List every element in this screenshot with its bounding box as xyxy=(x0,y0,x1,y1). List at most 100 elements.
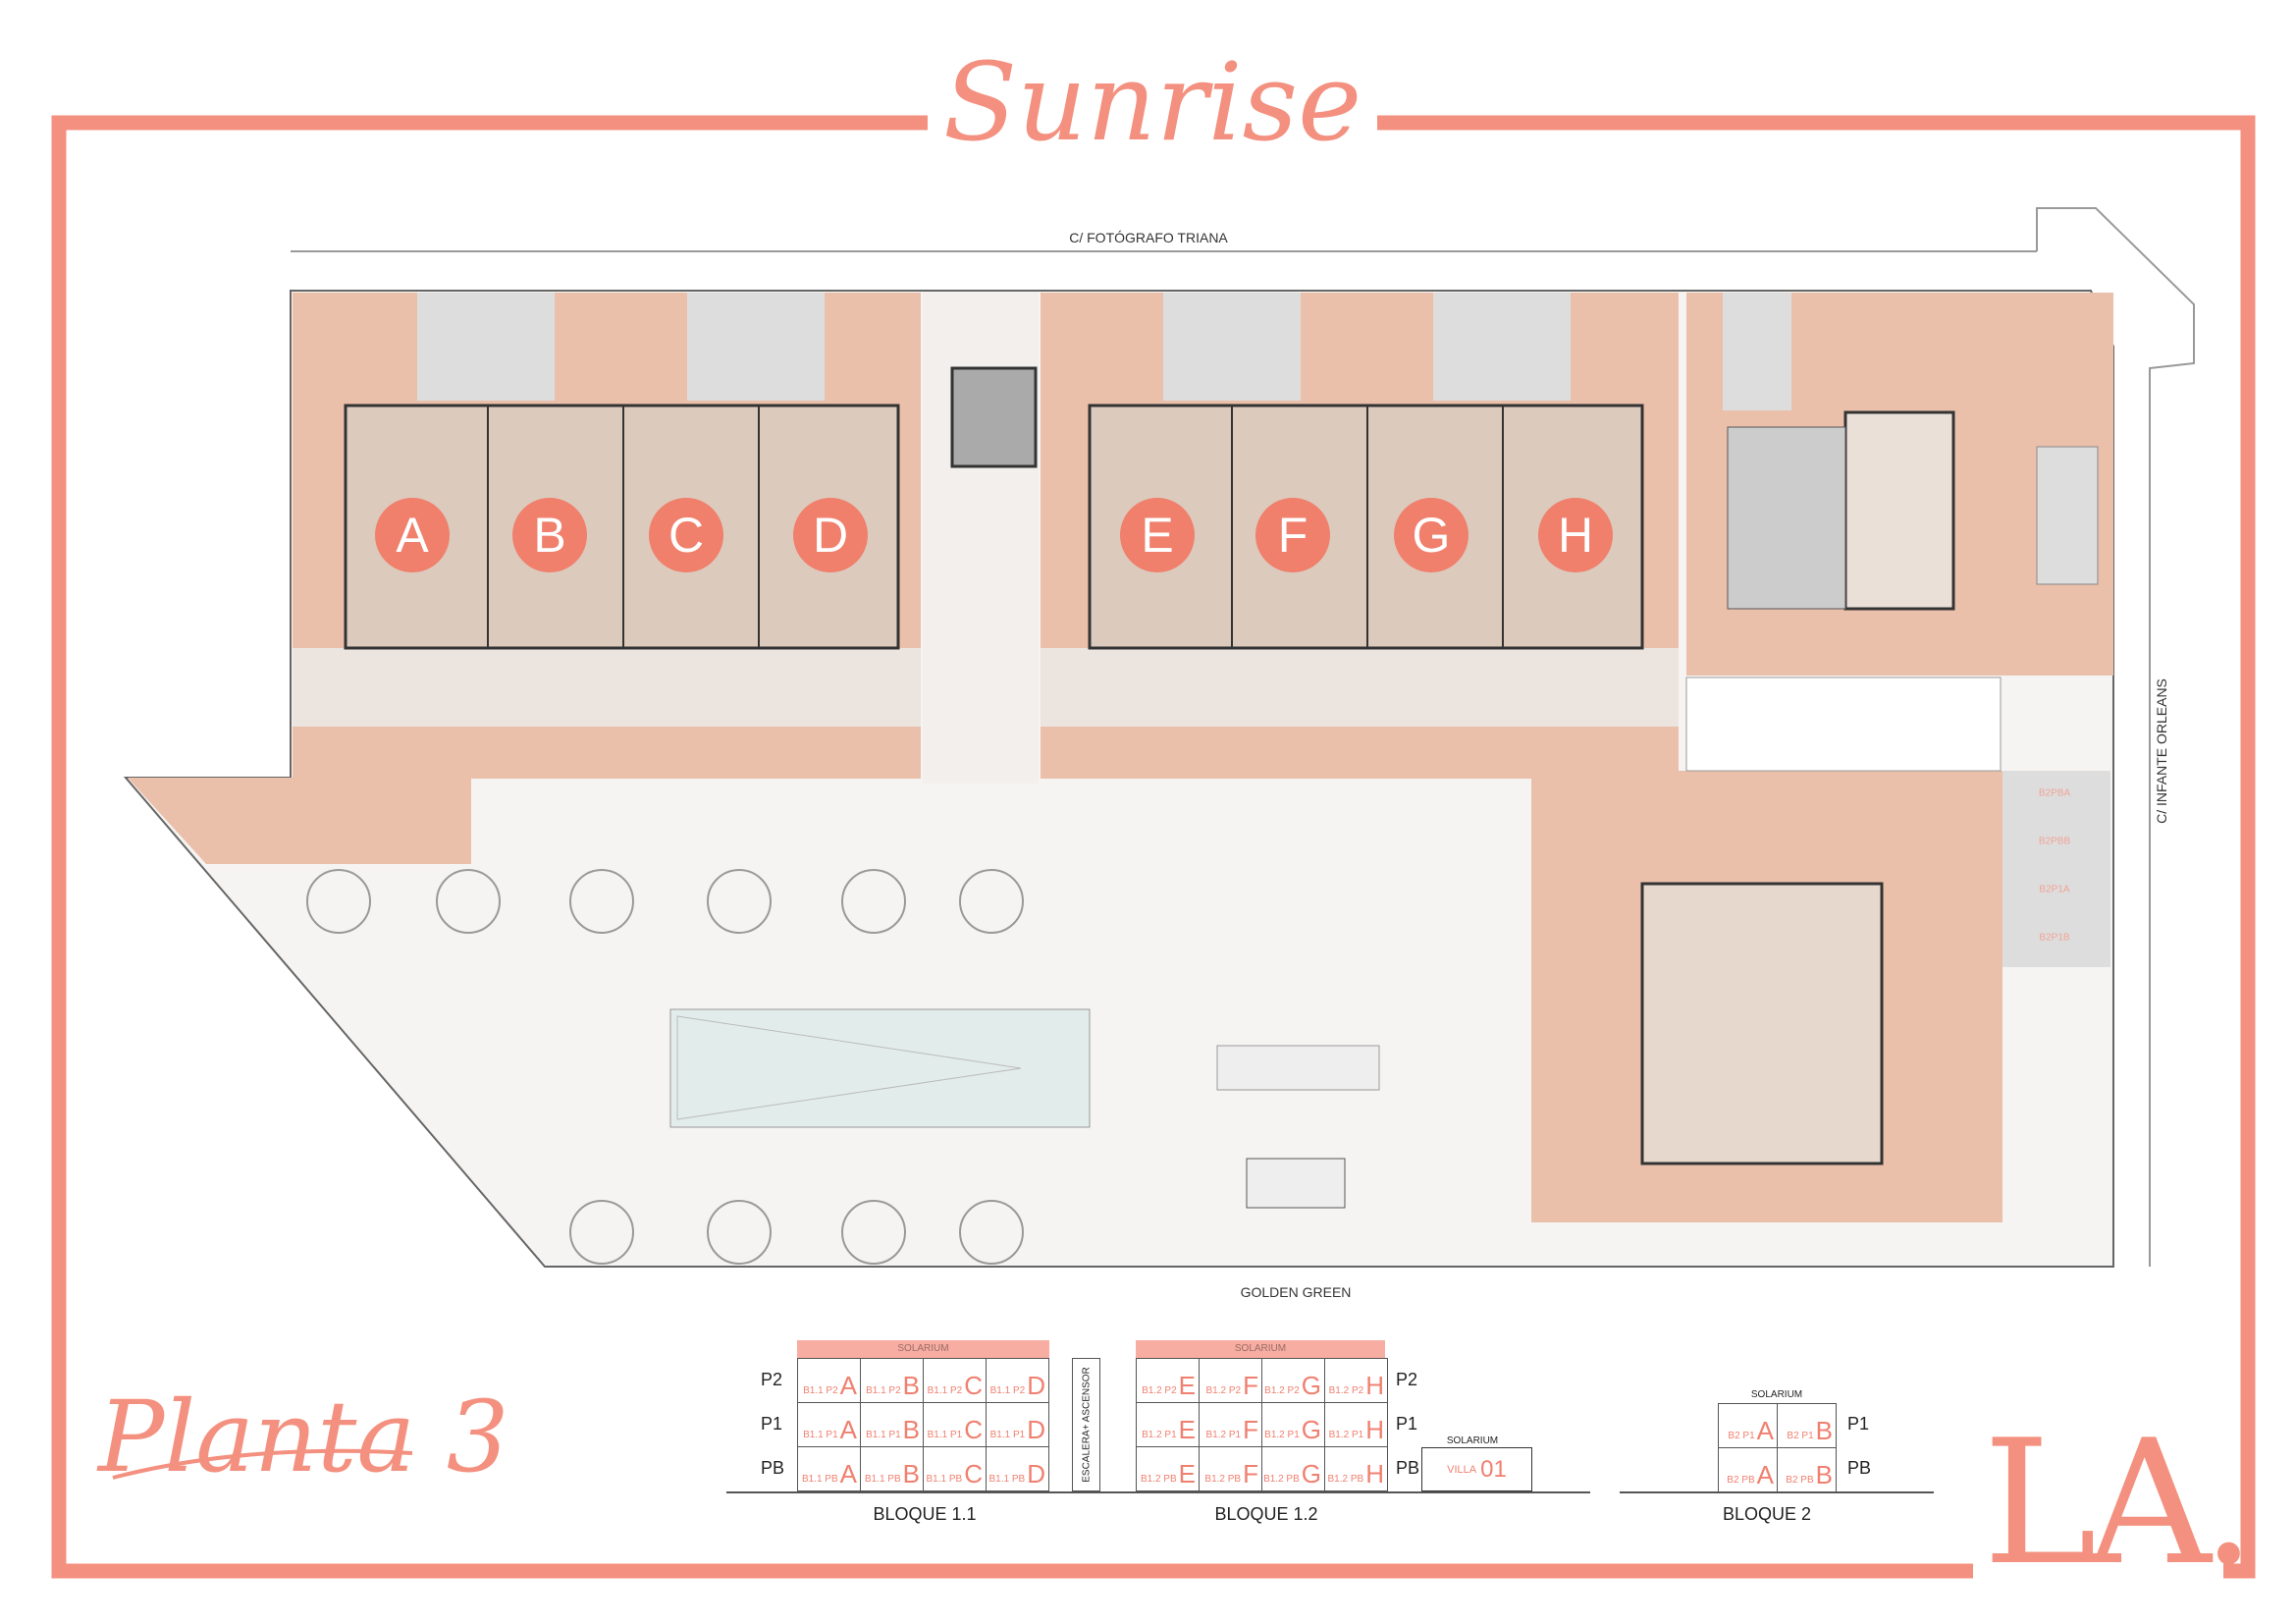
unit-code: B1.1 P1 xyxy=(803,1430,838,1440)
villa-code: VILLA xyxy=(1447,1463,1477,1476)
legend-baseline-2 xyxy=(1620,1491,1934,1493)
unit-marker-g[interactable]: G xyxy=(1394,498,1468,572)
unit-marker-f[interactable]: F xyxy=(1255,498,1330,572)
unit-code: B1.2 P2 xyxy=(1264,1385,1300,1396)
project-title: Sunrise xyxy=(942,39,1362,165)
unit-letter: E xyxy=(1178,1371,1196,1400)
unit-code: B1.2 P2 xyxy=(1205,1385,1242,1396)
solarium-bar-1-1: SOLARIUM xyxy=(797,1340,1049,1358)
street-label-right: C/ INFANTE ORLEANS xyxy=(2154,678,2169,824)
unit-letter: B xyxy=(1815,1416,1833,1445)
level-label-p2: P2 xyxy=(761,1370,783,1389)
unit-letter: B xyxy=(902,1459,920,1489)
unit-letter: A xyxy=(839,1415,857,1444)
unit-code: B1.1 PB xyxy=(864,1474,901,1485)
unit-letter: D xyxy=(1027,1415,1045,1444)
unit-code: B1.2 PB xyxy=(1204,1474,1242,1485)
unit-letter: F xyxy=(1243,1415,1258,1444)
stair-elevator-box: ESCALERA+ ASCENSOR xyxy=(1072,1358,1100,1491)
street-label-top: C/ FOTÓGRAFO TRIANA xyxy=(1069,230,1228,245)
unit-code: B1.1 P1 xyxy=(927,1430,963,1440)
unit-code: B1.1 P1 xyxy=(989,1430,1026,1440)
unit-code: B1.2 PB xyxy=(1263,1474,1300,1485)
unit-marker-h[interactable]: H xyxy=(1538,498,1613,572)
bloque-1-1-label: BLOQUE 1.1 xyxy=(873,1504,977,1524)
unit-letter: F xyxy=(1243,1459,1258,1489)
unit-code: B1.1 P2 xyxy=(989,1385,1026,1396)
unit-code: B1.2 PB xyxy=(1327,1474,1364,1485)
unit-letter: D xyxy=(1027,1371,1045,1400)
unit-code: B2 PB xyxy=(1786,1475,1814,1486)
unit-code: B1.2 P1 xyxy=(1328,1430,1364,1440)
unit-letter: A xyxy=(1756,1416,1774,1445)
floor-title: Planta 3 xyxy=(98,1380,509,1494)
unit-letter: A xyxy=(839,1459,857,1489)
unit-letter: H xyxy=(1365,1415,1384,1444)
unit-marker-a[interactable]: A xyxy=(375,498,450,572)
stair-elevator-label: ESCALERA+ ASCENSOR xyxy=(1081,1367,1092,1483)
unit-code: B1.1 P1 xyxy=(866,1430,901,1440)
parking-space-label: B2PBB xyxy=(2038,836,2071,847)
bloque-2-label: BLOQUE 2 xyxy=(1722,1504,1812,1524)
bloque-2-level-pb: PB xyxy=(1847,1458,1872,1478)
villa-cell: VILLA 01 xyxy=(1421,1447,1532,1491)
solarium-bar-1-2: SOLARIUM xyxy=(1136,1340,1385,1358)
unit-code: B1.2 P1 xyxy=(1205,1430,1242,1440)
unit-code: B1.1 P2 xyxy=(866,1385,901,1396)
unit-letter: D xyxy=(1027,1459,1045,1489)
unit-letter: C xyxy=(964,1415,983,1444)
unit-letter: H xyxy=(1365,1459,1384,1489)
villa-number: 01 xyxy=(1480,1455,1507,1483)
unit-code: B1.1 PB xyxy=(988,1474,1026,1485)
unit-marker-b[interactable]: B xyxy=(512,498,587,572)
unit-letter: G xyxy=(1301,1459,1321,1489)
unit-letter: E xyxy=(1178,1459,1196,1489)
unit-letter: G xyxy=(1301,1371,1321,1400)
unit-code: B1.2 P2 xyxy=(1142,1385,1177,1396)
unit-code: B2 PB xyxy=(1727,1475,1755,1486)
brand-logo: LA. xyxy=(1983,1404,2256,1603)
level-label-p1: P1 xyxy=(761,1414,783,1434)
unit-marker-c[interactable]: C xyxy=(649,498,723,572)
level-label-p1: P1 xyxy=(1396,1414,1418,1434)
parking-space-label: B2P1B xyxy=(2039,932,2070,944)
unit-marker-d[interactable]: D xyxy=(793,498,868,572)
unit-code: B2 P1 xyxy=(1787,1431,1814,1441)
unit-letter: A xyxy=(1756,1460,1774,1489)
unit-code: B1.1 PB xyxy=(801,1474,838,1485)
unit-letter: A xyxy=(839,1371,857,1400)
parking-space-label: B2P1A xyxy=(2039,884,2070,895)
bloque-1-2-label: BLOQUE 1.2 xyxy=(1214,1504,1318,1524)
unit-code: B2 P1 xyxy=(1728,1431,1755,1441)
unit-marker-e[interactable]: E xyxy=(1120,498,1195,572)
legend-baseline xyxy=(726,1491,1590,1493)
